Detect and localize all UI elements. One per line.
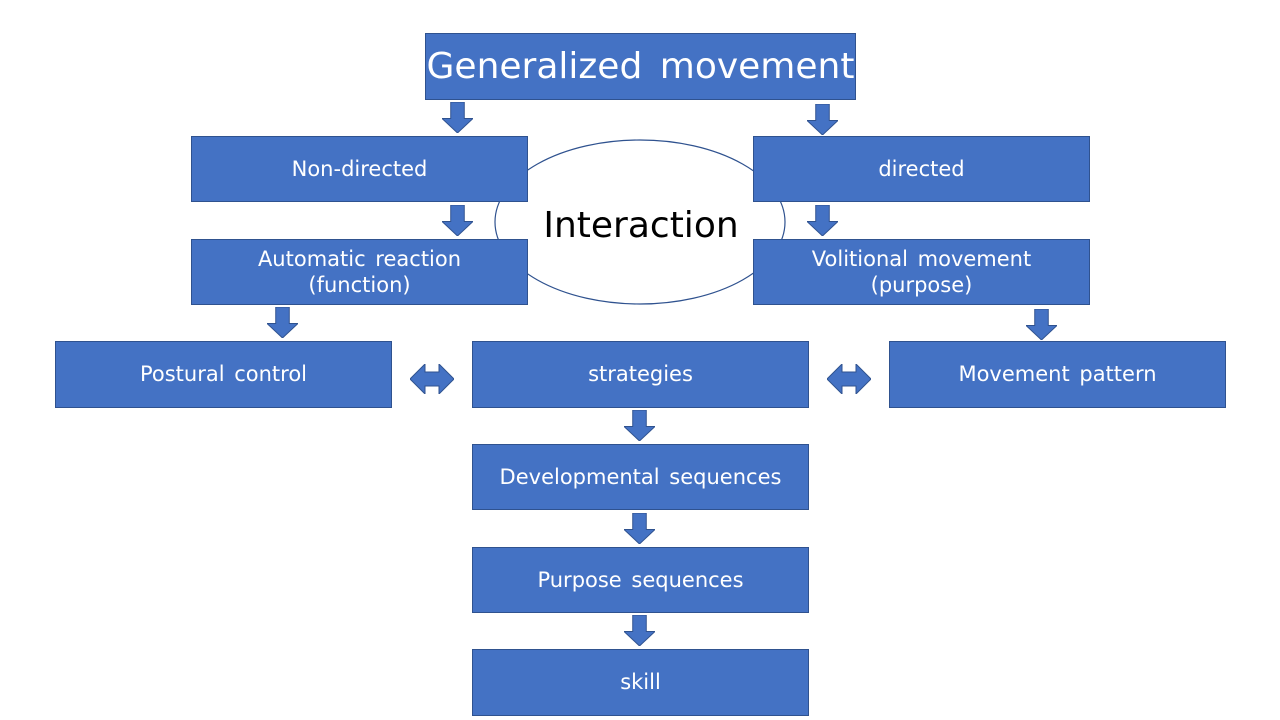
volitional-movement-node: Volitional movement (purpose): [753, 239, 1090, 305]
arrow-down-icon: [624, 410, 655, 441]
generalized-movement-label: Generalized movement: [426, 46, 855, 87]
directed-node: directed: [753, 136, 1090, 202]
developmental-sequences-label: Developmental sequences: [499, 464, 782, 489]
arrow-down-icon: [807, 104, 838, 135]
volitional-movement-label: Volitional movement (purpose): [811, 246, 1032, 297]
arrow-down-icon: [624, 513, 655, 544]
arrow-down-icon: [442, 205, 473, 236]
non-directed-label: Non-directed: [291, 156, 428, 181]
interaction-label: Interaction: [543, 204, 739, 246]
skill-label: skill: [620, 670, 661, 695]
developmental-sequences-node: Developmental sequences: [472, 444, 809, 510]
strategies-node: strategies: [472, 341, 809, 408]
skill-node: skill: [472, 649, 809, 716]
interaction-ellipse: [494, 139, 786, 305]
arrow-down-icon: [442, 102, 473, 133]
postural-control-node: Postural control: [55, 341, 392, 408]
purpose-sequences-label: Purpose sequences: [537, 567, 744, 592]
double-arrow-icon: [410, 364, 454, 394]
automatic-reaction-label: Automatic reaction (function): [257, 246, 462, 297]
automatic-reaction-node: Automatic reaction (function): [191, 239, 528, 305]
arrow-down-icon: [624, 615, 655, 646]
strategies-label: strategies: [588, 362, 693, 387]
generalized-movement-node: Generalized movement: [425, 33, 856, 100]
purpose-sequences-node: Purpose sequences: [472, 547, 809, 613]
movement-pattern-node: Movement pattern: [889, 341, 1226, 408]
arrow-down-icon: [807, 205, 838, 236]
arrow-down-icon: [1026, 309, 1057, 340]
arrow-down-icon: [267, 307, 298, 338]
movement-pattern-label: Movement pattern: [958, 362, 1157, 387]
postural-control-label: Postural control: [139, 362, 308, 387]
double-arrow-icon: [827, 364, 871, 394]
non-directed-node: Non-directed: [191, 136, 528, 202]
directed-label: directed: [878, 156, 965, 181]
